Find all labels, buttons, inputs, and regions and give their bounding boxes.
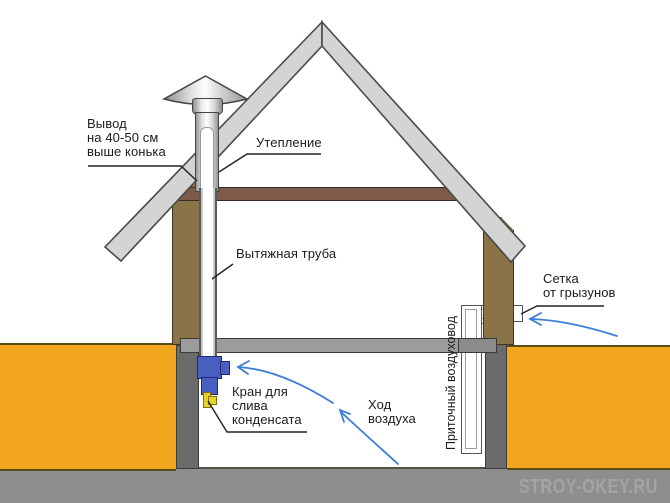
label-condensate-tap: Кран для слива конденсата <box>232 384 302 427</box>
airflow-arrow-intake <box>530 318 618 337</box>
house-wall-left <box>172 180 200 345</box>
house-wall-right <box>483 217 514 345</box>
pointer-rodent-mesh <box>520 305 604 315</box>
basement-ceiling-beam-end <box>458 338 497 353</box>
foundation-wall-right <box>485 342 507 469</box>
label-air-flow: Ход воздуха <box>368 397 416 426</box>
airflow-arrow-intake-head <box>528 312 542 326</box>
attic-floor-beam <box>178 187 472 201</box>
ground-left <box>0 343 176 471</box>
label-rodent-mesh: Сетка от грызунов <box>543 271 616 300</box>
condensate-valve-tab <box>220 361 230 375</box>
airflow-arrow-basement-head <box>338 408 351 423</box>
pointer-vent-output <box>88 165 198 182</box>
condensate-valve-handle-nub <box>208 396 217 405</box>
label-supply-duct: Приточный воздуховод <box>444 316 458 450</box>
foundation-wall-left <box>176 345 199 469</box>
airflow-arrow-to-valve-head <box>236 360 250 375</box>
chimney-casing-slot <box>200 127 214 191</box>
label-insulation: Утепление <box>256 135 322 150</box>
supply-duct-vertical-inner <box>465 309 477 449</box>
concrete-floor <box>0 467 670 503</box>
ground-right <box>507 345 670 470</box>
exhaust-pipe <box>199 188 217 360</box>
watermark: STROY-OKEY.RU <box>518 476 658 498</box>
condensate-valve-body <box>197 356 222 379</box>
pointer-insulation <box>218 153 321 173</box>
label-exhaust-pipe: Вытяжная труба <box>236 246 337 261</box>
label-vent-output: Вывод на 40-50 см выше конька <box>87 116 166 159</box>
